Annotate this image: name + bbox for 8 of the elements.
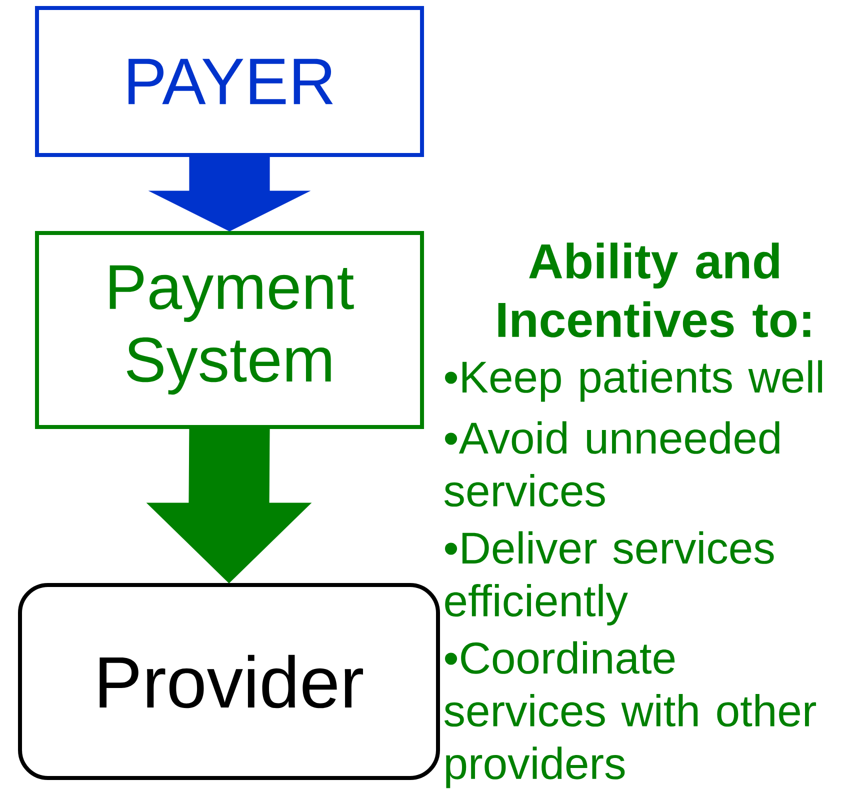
bullet-item: •Deliver services efficiently: [445, 531, 774, 626]
box: Payment System: [35, 231, 424, 429]
rounded-box: Provider: [18, 583, 440, 780]
heading: Ability and Incentives to:: [498, 242, 810, 338]
box: PAYER: [35, 6, 424, 157]
bullet-item: •Avoid unneeded services: [444, 421, 780, 507]
block-arrow: [148, 156, 311, 232]
block-arrow: [146, 428, 312, 584]
